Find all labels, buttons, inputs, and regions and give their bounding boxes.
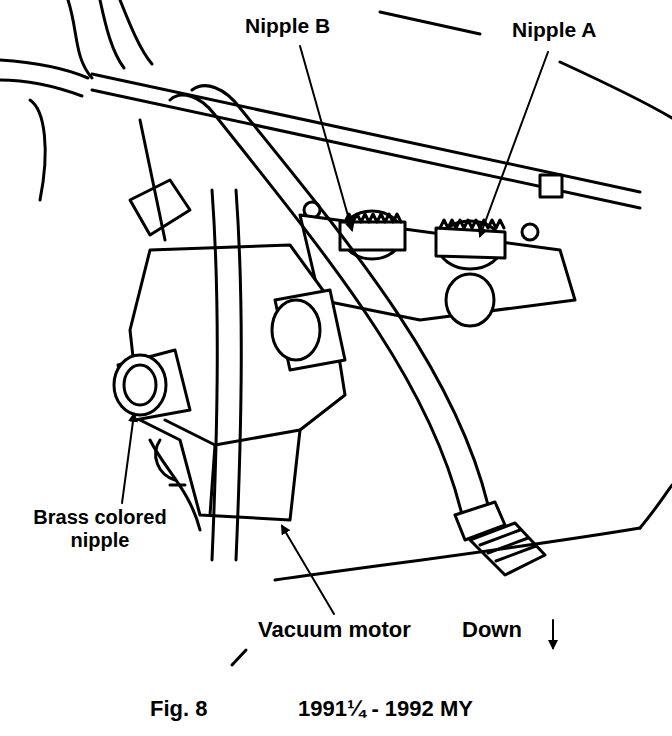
part-label: Vacuum motor [258, 617, 411, 642]
model-year-note: 1991¼ - 1992 MY [298, 696, 473, 721]
part-label: Nipple B [245, 14, 330, 38]
figure-number: Fig. 8 [150, 696, 207, 721]
part-label: Brass colored nipple [10, 506, 190, 552]
part-label: Nipple A [512, 18, 596, 42]
direction-label: Down [462, 617, 522, 642]
